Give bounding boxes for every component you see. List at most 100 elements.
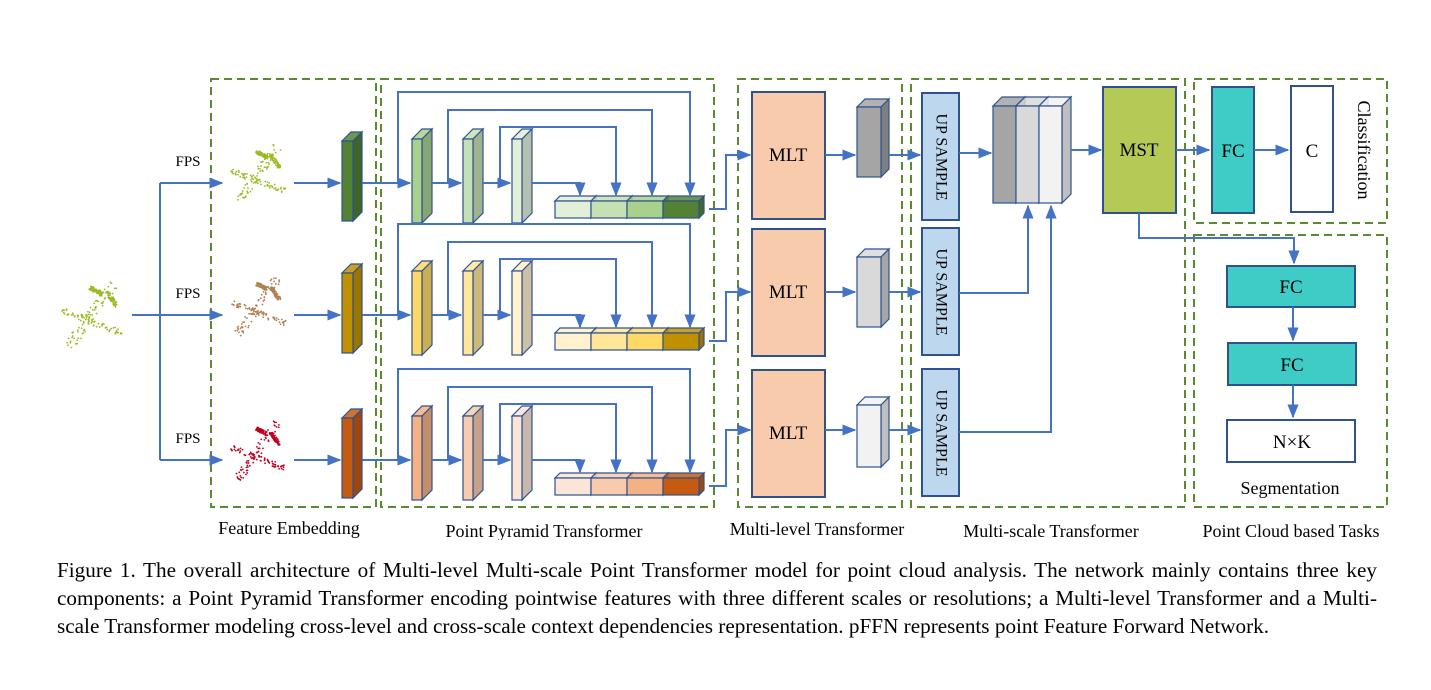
cloud-point <box>275 440 278 443</box>
slab-front <box>856 256 882 328</box>
slab-side <box>352 407 363 500</box>
cloud-point <box>249 456 252 458</box>
cloud-point <box>272 161 275 164</box>
slab-front <box>341 140 354 222</box>
cloud-point <box>250 452 253 455</box>
cloud-point <box>90 285 92 288</box>
cloud-point <box>80 327 83 330</box>
embedding-feature-scale-2 <box>340 262 364 355</box>
cloud-point <box>81 332 84 335</box>
cloud-point <box>67 337 70 340</box>
skip-line-level3 <box>532 459 586 474</box>
classification-output-label: C <box>1306 141 1319 162</box>
slab-front <box>662 200 700 219</box>
cloud-point <box>62 309 64 311</box>
cloud-point <box>250 178 252 181</box>
cloud-point <box>259 154 261 156</box>
upsample-block-1 <box>921 92 960 221</box>
cloud-point <box>260 286 263 289</box>
cloud-point <box>271 460 274 463</box>
cloud-point <box>269 153 271 155</box>
cloud-point <box>77 337 80 340</box>
cloud-point <box>70 314 73 317</box>
cloud-point <box>274 430 277 433</box>
cloud-point <box>257 426 260 429</box>
cloud-point <box>77 326 80 329</box>
cloud-point <box>93 288 95 291</box>
cloud-point <box>264 431 267 434</box>
cloud-point <box>76 339 79 342</box>
cloud-point <box>262 316 265 319</box>
cloud-point <box>247 466 249 468</box>
cloud-point <box>71 336 73 339</box>
cloud-point <box>279 465 282 468</box>
cloud-point <box>280 467 283 470</box>
cloud-point <box>279 166 281 168</box>
cloud-point <box>246 173 248 175</box>
slab-top <box>625 472 670 479</box>
cloud-point <box>115 301 118 304</box>
slab-front <box>462 138 474 224</box>
cloud-point <box>259 167 261 170</box>
cloud-point <box>263 296 266 298</box>
cloud-point <box>93 320 96 323</box>
cloud-point <box>271 154 274 157</box>
upsample-block-3 <box>921 368 960 497</box>
cloud-point <box>274 283 277 285</box>
cloud-point <box>257 182 259 185</box>
slab-side <box>352 130 363 223</box>
section-label-feature-embedding: Feature Embedding <box>218 518 359 538</box>
cloud-point <box>103 297 106 300</box>
cloud-point <box>277 164 280 167</box>
skip-line-level1 <box>447 109 658 197</box>
cloud-point <box>257 165 259 168</box>
cloud-point <box>90 287 92 290</box>
cloud-point <box>274 434 276 437</box>
cloud-point <box>256 312 259 315</box>
slab-side <box>880 247 890 329</box>
slab-side <box>521 259 533 357</box>
cloud-point <box>249 174 252 177</box>
cloud-point <box>262 291 265 293</box>
cloud-point <box>69 341 72 344</box>
cloud-point <box>277 283 280 286</box>
slab-front <box>462 415 474 501</box>
cloud-point <box>250 176 253 178</box>
concat-cell-4-scale-2 <box>661 326 706 352</box>
cloud-point <box>246 183 249 185</box>
cloud-point <box>112 327 115 329</box>
cloud-point <box>95 305 97 308</box>
cloud-point <box>76 329 79 332</box>
cloud-point <box>251 187 254 190</box>
slab-front <box>856 404 882 468</box>
cloud-point <box>102 323 105 326</box>
sampled-point-cloud-scale-2 <box>231 277 287 337</box>
skip-line-level2 <box>499 403 622 474</box>
slab-top <box>589 195 634 202</box>
cloud-point <box>113 302 116 305</box>
cloud-point <box>268 155 271 158</box>
pyramid-level-1-scale-2 <box>410 259 434 357</box>
cloud-point <box>231 303 234 306</box>
cloud-point <box>252 461 255 464</box>
cloud-point <box>246 460 248 462</box>
cloud-point <box>246 469 249 472</box>
cloud-point <box>241 190 244 192</box>
slab-front <box>511 138 523 224</box>
pyramid-level-1-scale-1 <box>410 127 434 225</box>
cloud-point <box>254 315 257 318</box>
cloud-point <box>245 317 248 320</box>
cloud-point <box>266 152 269 155</box>
cloud-point <box>271 462 274 465</box>
cloud-point <box>273 183 276 186</box>
cloud-point <box>236 329 239 332</box>
cloud-point <box>241 468 244 471</box>
cloud-point <box>114 326 117 329</box>
cloud-point <box>109 297 112 300</box>
cloud-point <box>90 319 93 321</box>
cloud-point <box>268 462 271 464</box>
cloud-point <box>268 186 271 189</box>
cloud-point <box>272 144 275 147</box>
cloud-point <box>261 447 264 450</box>
slab-front <box>511 415 523 501</box>
